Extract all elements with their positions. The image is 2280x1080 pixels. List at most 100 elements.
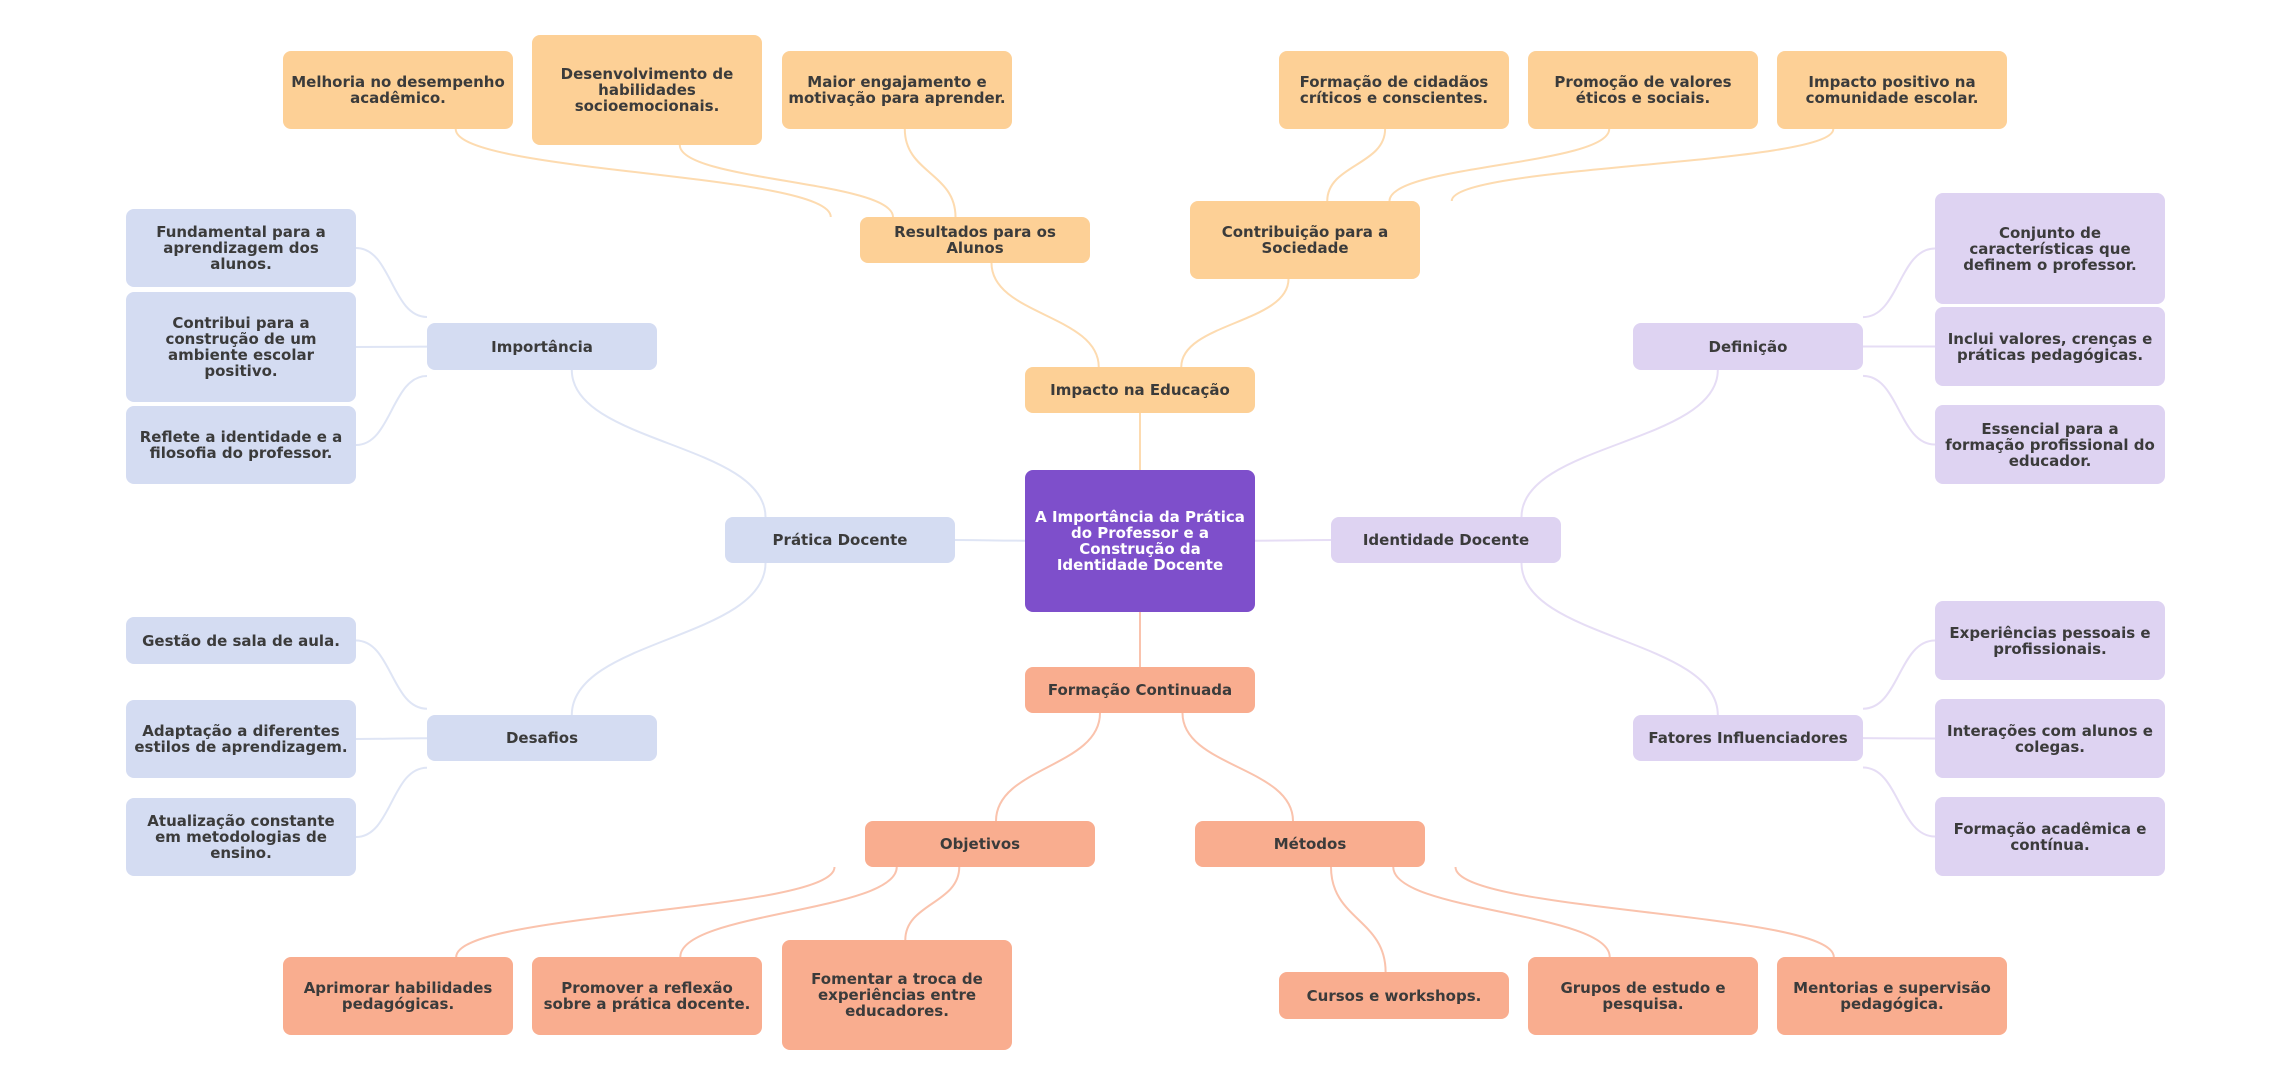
leaf-label: Reflete a identidade e a filosofia do pr… bbox=[139, 428, 343, 462]
subtopic-definicao[interactable]: Definição bbox=[1633, 323, 1863, 370]
leaf-label: Fundamental para a aprendizagem dos alun… bbox=[156, 223, 326, 273]
leaf-label: Mentorias e supervisão pedagógica. bbox=[1793, 979, 1991, 1013]
connector bbox=[355, 766, 428, 838]
connector bbox=[1520, 369, 1719, 518]
leaf-node[interactable]: Formação acadêmica e contínua. bbox=[1935, 797, 2165, 876]
leaf-node[interactable]: Fomentar a troca de experiências entre e… bbox=[782, 940, 1012, 1050]
leaf-label: Promover a reflexão sobre a prática doce… bbox=[543, 979, 751, 1013]
leaf-label: Grupos de estudo e pesquisa. bbox=[1560, 979, 1726, 1013]
leaf-label: Essencial para a formação profissional d… bbox=[1945, 419, 2155, 470]
leaf-label: Adaptação a diferentes estilos de aprend… bbox=[134, 722, 348, 756]
branch-formacao-continuada[interactable]: Formação Continuada bbox=[1025, 667, 1255, 713]
subtopic-resultados-para-os-alunos[interactable]: Resultados para os Alunos bbox=[860, 217, 1090, 263]
leaf-node[interactable]: Essencial para a formação profissional d… bbox=[1935, 405, 2165, 484]
leaf-node[interactable]: Fundamental para a aprendizagem dos alun… bbox=[126, 209, 356, 287]
leaf-node[interactable]: Promover a reflexão sobre a prática doce… bbox=[532, 957, 762, 1035]
leaf-label: Gestão de sala de aula. bbox=[142, 631, 340, 650]
leaf-node[interactable]: Cursos e workshops. bbox=[1279, 972, 1509, 1019]
leaf-label: Cursos e workshops. bbox=[1306, 986, 1482, 1005]
connector bbox=[904, 866, 961, 941]
connector bbox=[1180, 278, 1290, 368]
leaf-node[interactable]: Maior engajamento e motivação para apren… bbox=[782, 51, 1012, 129]
connector bbox=[570, 562, 767, 716]
leaf-node[interactable]: Formação de cidadãos críticos e conscien… bbox=[1279, 51, 1509, 129]
leaf-node[interactable]: Impacto positivo na comunidade escolar. bbox=[1777, 51, 2007, 129]
connector bbox=[679, 866, 898, 958]
branch-identidade-docente[interactable]: Identidade Docente bbox=[1331, 517, 1561, 563]
subtopic-label: Contribuição para a Sociedade bbox=[1221, 223, 1389, 257]
connector bbox=[990, 262, 1100, 368]
leaf-node[interactable]: Atualização constante em metodologias de… bbox=[126, 798, 356, 876]
leaf-node[interactable]: Conjunto de características que definem … bbox=[1935, 193, 2165, 304]
leaf-label: Contribui para a construção de um ambien… bbox=[165, 314, 317, 380]
leaf-label: Inclui valores, crenças e práticas pedag… bbox=[1947, 329, 2153, 364]
subtopic-desafios[interactable]: Desafios bbox=[427, 715, 657, 761]
subtopic-label: Resultados para os Alunos bbox=[894, 223, 1056, 257]
leaf-label: Atualização constante em metodologias de… bbox=[147, 812, 335, 862]
leaf-node[interactable]: Interações com alunos e colegas. bbox=[1935, 699, 2165, 778]
connector-root-identidade bbox=[1254, 539, 1332, 542]
leaf-node[interactable]: Contribui para a construção de um ambien… bbox=[126, 292, 356, 402]
leaf-node[interactable]: Experiências pessoais e profissionais. bbox=[1935, 601, 2165, 680]
connector-root-pratica bbox=[954, 539, 1026, 542]
branch-label: Formação Continuada bbox=[1047, 681, 1233, 699]
connector bbox=[903, 128, 957, 218]
connector bbox=[1454, 866, 1835, 958]
connector bbox=[455, 866, 836, 958]
leaf-label: Promoção de valores éticos e sociais. bbox=[1554, 73, 1732, 107]
connector bbox=[454, 128, 832, 218]
leaf-node[interactable]: Mentorias e supervisão pedagógica. bbox=[1777, 957, 2007, 1035]
connector bbox=[995, 712, 1101, 822]
connector bbox=[1862, 766, 1936, 838]
leaf-label: Interações com alunos e colegas. bbox=[1947, 721, 2153, 756]
connector bbox=[1330, 866, 1387, 973]
connector bbox=[355, 639, 428, 710]
root-label: A Importância da Prática do Professor e … bbox=[1035, 508, 1245, 574]
connector bbox=[678, 144, 894, 218]
subtopic-label: Métodos bbox=[1273, 835, 1347, 853]
branch-label: Prática Docente bbox=[772, 531, 908, 549]
branch-label: Identidade Docente bbox=[1362, 531, 1530, 549]
connector bbox=[355, 247, 428, 318]
connector bbox=[1862, 374, 1936, 446]
leaf-label: Impacto positivo na comunidade escolar. bbox=[1805, 73, 1979, 107]
connector bbox=[1181, 712, 1294, 822]
connector bbox=[355, 737, 428, 740]
leaf-node[interactable]: Grupos de estudo e pesquisa. bbox=[1528, 957, 1758, 1035]
leaf-label: Maior engajamento e motivação para apren… bbox=[788, 73, 1006, 107]
connector bbox=[1392, 866, 1611, 958]
branch-pratica-docente[interactable]: Prática Docente bbox=[725, 517, 955, 563]
branch-impacto-na-educacao[interactable]: Impacto na Educação bbox=[1025, 367, 1255, 413]
root-node[interactable]: A Importância da Prática do Professor e … bbox=[1025, 470, 1255, 612]
subtopic-label: Desafios bbox=[505, 729, 579, 747]
leaf-node[interactable]: Melhoria no desempenho acadêmico. bbox=[283, 51, 513, 129]
connector bbox=[570, 369, 767, 518]
connector bbox=[1450, 128, 1835, 202]
subtopic-label: Objetivos bbox=[939, 835, 1021, 853]
connector bbox=[1862, 247, 1936, 319]
leaf-label: Desenvolvimento de habilidades socioemoc… bbox=[560, 65, 734, 115]
leaf-node[interactable]: Desenvolvimento de habilidades socioemoc… bbox=[532, 35, 762, 145]
subtopic-label: Definição bbox=[1708, 337, 1788, 356]
connector bbox=[1326, 128, 1387, 202]
subtopic-metodos[interactable]: Métodos bbox=[1195, 821, 1425, 867]
leaf-label: Conjunto de características que definem … bbox=[1963, 223, 2137, 274]
leaf-node[interactable]: Promoção de valores éticos e sociais. bbox=[1528, 51, 1758, 129]
connector bbox=[355, 375, 428, 446]
leaf-label: Formação de cidadãos críticos e conscien… bbox=[1299, 73, 1489, 107]
subtopic-contribuicao-para-a-sociedade[interactable]: Contribuição para a Sociedade bbox=[1190, 201, 1420, 279]
subtopic-objetivos[interactable]: Objetivos bbox=[865, 821, 1095, 867]
leaf-label: Aprimorar habilidades pedagógicas. bbox=[303, 979, 493, 1013]
subtopic-importancia[interactable]: Importância bbox=[427, 323, 657, 370]
leaf-node[interactable]: Aprimorar habilidades pedagógicas. bbox=[283, 957, 513, 1035]
leaf-label: Experiências pessoais e profissionais. bbox=[1949, 623, 2151, 658]
subtopic-fatores-influenciadores[interactable]: Fatores Influenciadores bbox=[1633, 715, 1863, 761]
subtopic-label: Fatores Influenciadores bbox=[1648, 729, 1848, 747]
connector bbox=[1520, 562, 1719, 716]
leaf-node[interactable]: Reflete a identidade e a filosofia do pr… bbox=[126, 406, 356, 484]
subtopic-label: Importância bbox=[491, 337, 593, 356]
leaf-node[interactable]: Gestão de sala de aula. bbox=[126, 617, 356, 664]
leaf-node[interactable]: Adaptação a diferentes estilos de aprend… bbox=[126, 700, 356, 778]
leaf-node[interactable]: Inclui valores, crenças e práticas pedag… bbox=[1935, 307, 2165, 386]
